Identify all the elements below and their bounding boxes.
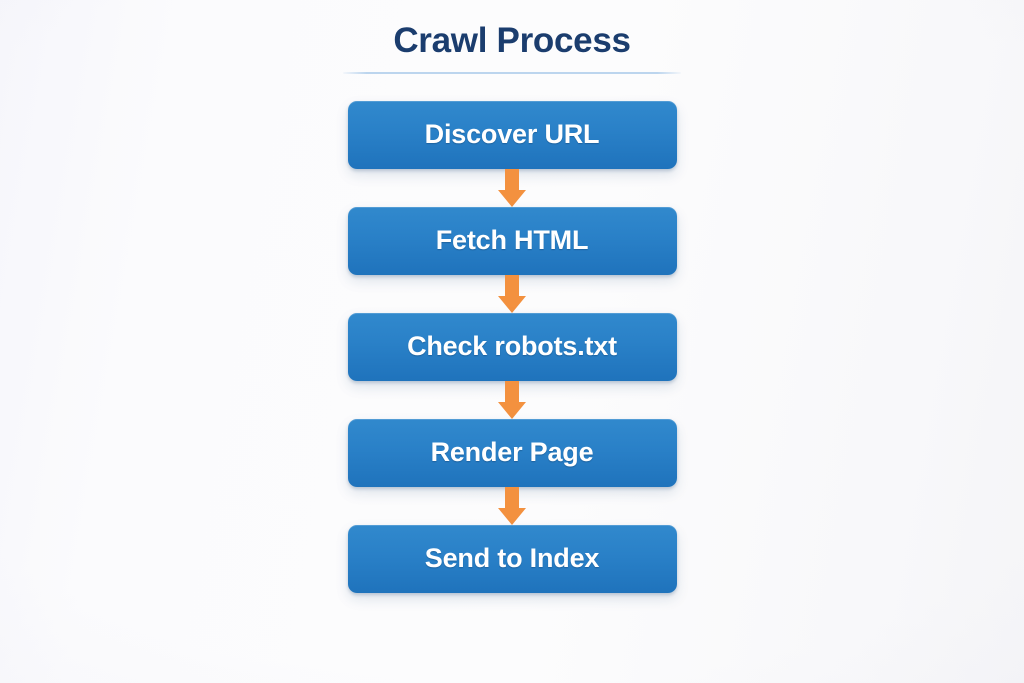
flow-steps: Discover URL Fetch HTML Check robots.txt [347, 100, 677, 593]
arrow-down-icon [498, 486, 526, 525]
flow-connector-4 [348, 486, 677, 525]
flow-node-label: Fetch HTML [435, 225, 589, 256]
arrow-down-icon [498, 274, 526, 313]
flow-connector-3 [348, 380, 677, 419]
flow-connector-1 [348, 168, 677, 207]
flow-node-label: Render Page [430, 437, 594, 468]
flow-node-fetch-html[interactable]: Fetch HTML [347, 206, 677, 275]
flow-node-check-robots-txt[interactable]: Check robots.txt [347, 312, 677, 381]
flow-node-label: Discover URL [424, 119, 600, 150]
flow-node-label: Check robots.txt [407, 331, 617, 362]
flow-node-render-page[interactable]: Render Page [347, 418, 677, 487]
flow-node-label: Send to Index [424, 543, 600, 574]
title-divider [343, 71, 681, 74]
arrow-down-icon [498, 168, 526, 207]
flow-connector-2 [348, 274, 677, 313]
flow-node-send-to-index[interactable]: Send to Index [347, 524, 677, 593]
arrow-down-icon [498, 380, 526, 419]
flow-node-discover-url[interactable]: Discover URL [347, 100, 677, 169]
page-title: Crawl Process [393, 21, 631, 60]
title-block: Crawl Process [343, 21, 681, 74]
